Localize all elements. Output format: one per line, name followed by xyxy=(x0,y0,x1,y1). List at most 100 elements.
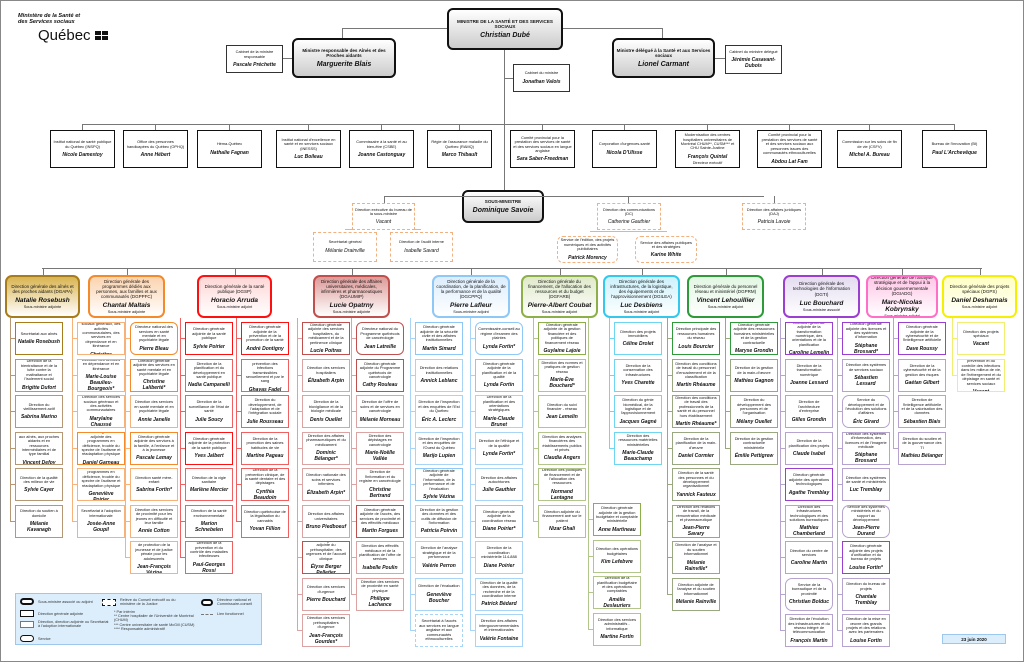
unit-box: Direction des conditions de travail des … xyxy=(672,395,720,428)
connector-line xyxy=(837,338,842,339)
box-name: Diane Poirier* xyxy=(482,526,516,533)
box-title: Direction du soutien et de la gouvernanc… xyxy=(902,435,942,450)
box-role: Sous-ministre adjoint xyxy=(216,305,253,310)
box-title: Direction de la gestion contractuelle mi… xyxy=(734,435,774,450)
unit-box: Direction de l'inspection et des enquête… xyxy=(415,431,463,465)
box-name: Dominique Savoie xyxy=(472,207,534,215)
connector-line xyxy=(236,447,241,449)
box-title: Direction générale adjointe de la planif… xyxy=(481,360,517,379)
box-name: Élizabeth Arpin* xyxy=(306,489,346,496)
box-title: Direction de l'éthique et de la qualité xyxy=(478,438,520,448)
unit-box: Direction des systèmes d'information, de… xyxy=(842,431,890,465)
connector-line xyxy=(470,374,475,376)
box-name: Michel A. Bureau xyxy=(849,151,890,158)
box-title: Direction du soutien à domicile xyxy=(20,508,58,518)
agency-box: Comité provincial pour la prestation des… xyxy=(510,130,575,168)
box-name: Nicole Damestoy xyxy=(62,151,103,158)
box-name: Luc Boileau xyxy=(294,154,323,161)
box-name: Élizabeth Arpin xyxy=(307,377,345,384)
connector-line xyxy=(667,374,672,376)
box-title: Direction de l'intelligence artificielle… xyxy=(901,397,943,416)
connector-line xyxy=(297,338,302,339)
box-title: Direction de la prévention clinique, de … xyxy=(244,468,286,486)
box-name: Julie Soucy xyxy=(195,416,223,423)
box-role: Sous-ministre adjointe xyxy=(332,310,371,315)
box-name: Sabrina Marino xyxy=(20,414,58,421)
box-title: Direction des normes et pratiques de ges… xyxy=(541,359,583,374)
box-name: Mélany Ouellet xyxy=(736,418,772,425)
unit-box: Direction de la promotion des saines hab… xyxy=(241,431,289,465)
connector-line xyxy=(837,520,842,522)
box-title: Direction des opérations budgétaires xyxy=(596,546,638,556)
box-title: Direction générale adjointe des programm… xyxy=(81,431,121,457)
connector-line xyxy=(470,557,475,558)
unit-box: Direction de la prévention clinique, de … xyxy=(241,468,289,501)
minister-box: MINISTRE DE LA SANTÉ ET DES SERVICES SOC… xyxy=(447,8,563,50)
unit-box: Direction du génie biomédical, de la log… xyxy=(614,395,662,428)
box-title: Direction de l'architecture d'entreprise xyxy=(798,399,820,414)
box-name: Martine Pageau xyxy=(246,453,284,460)
box-title: Direction de l'information et du registr… xyxy=(359,469,401,484)
box-title: Ministre délégué à la Santé et aux Servi… xyxy=(616,47,711,58)
connector-line xyxy=(282,58,292,59)
box-title: Direction de la planification et du déve… xyxy=(192,360,225,379)
box-name: Patrick Bédard xyxy=(481,601,517,608)
box-name: Stéphane Brossard xyxy=(854,452,878,465)
connector-line xyxy=(297,630,302,631)
box-title: Direction des conditions de travail du p… xyxy=(675,360,717,379)
box-name: Annie Janelle xyxy=(137,416,171,423)
box-name: Brigitte Dufort xyxy=(22,384,56,391)
agency-box: Régie de l'assurance maladie du Québec (… xyxy=(427,130,492,168)
connector-line xyxy=(504,50,505,190)
box-title: Direction générale adjointe des services… xyxy=(133,433,175,452)
department-header: Direction générale des affaires universi… xyxy=(313,275,390,318)
box-name: Christine Laliberté* xyxy=(142,379,166,392)
box-title: Commissaire-conseil au régime d'examen d… xyxy=(478,326,520,341)
connector-line xyxy=(780,630,785,631)
unit-box: Direction générale adjointe du Programme… xyxy=(356,358,404,392)
box-name: Pierre Bleau xyxy=(139,345,169,352)
unit-box: Direction générale adjointe des projets … xyxy=(842,541,890,574)
connector-line xyxy=(236,374,241,376)
connector-line xyxy=(10,447,15,449)
box-title: Commission sur les soins de fin de vie (… xyxy=(842,139,897,149)
unit-box: Direction de l'évolution des infrastruct… xyxy=(785,614,833,647)
box-title: Cabinet du ministre délégué xyxy=(729,48,778,54)
box-title: Direction des services en santé mentale … xyxy=(134,399,174,414)
box-title: Office des personnes handicapées du Québ… xyxy=(126,139,185,149)
unit-box: Direction des services de proximité en s… xyxy=(356,577,404,611)
box-name: Martin Simard xyxy=(422,345,456,352)
box-title: Direction de la planification des projet… xyxy=(788,438,830,448)
agency-box: Commissaire à la santé et au bien-être (… xyxy=(349,130,414,168)
connector-line xyxy=(10,338,15,339)
box-title: Cabinet de la ministre responsable xyxy=(235,49,274,59)
box-title: Direction des services sociaux généraux … xyxy=(81,395,121,413)
box-title: Direction générale de l'analyse stratégi… xyxy=(871,275,933,296)
box-name: Martin Forgues xyxy=(361,528,399,535)
legend-note: *** Centre universitaire de santé McGill… xyxy=(114,622,195,627)
box-name: Mélanie Morneau xyxy=(359,416,401,423)
unit-box: Direction de la surveillance de l'état d… xyxy=(185,395,233,428)
box-name: Pierre Lafleur xyxy=(450,302,492,310)
box-title: Direction générale adjointe de la transf… xyxy=(792,322,826,347)
box-title: Corporation d'urgences-santé xyxy=(598,141,651,147)
box-name: Yannick Fauteux xyxy=(676,491,716,498)
connector-line xyxy=(588,555,593,557)
box-title: MINISTRE DE LA SANTÉ ET DES SERVICES SOC… xyxy=(457,18,553,29)
unit-box: Direction générale adjointe de la protec… xyxy=(185,431,233,465)
box-role: Sous-ministre adjoint xyxy=(623,310,660,315)
box-title: Direction de la planification de la main… xyxy=(675,435,717,450)
connector-line xyxy=(342,28,447,29)
connector-line xyxy=(180,374,185,376)
connector-line xyxy=(774,196,775,203)
connector-line xyxy=(780,374,785,376)
connector-line xyxy=(667,447,672,449)
box-title: Commissaire à la santé et au bien-être (… xyxy=(356,139,407,149)
box-title: Direction des analyses financières des é… xyxy=(542,433,582,452)
unit-box: Direction générale adjointe des services… xyxy=(302,322,350,355)
